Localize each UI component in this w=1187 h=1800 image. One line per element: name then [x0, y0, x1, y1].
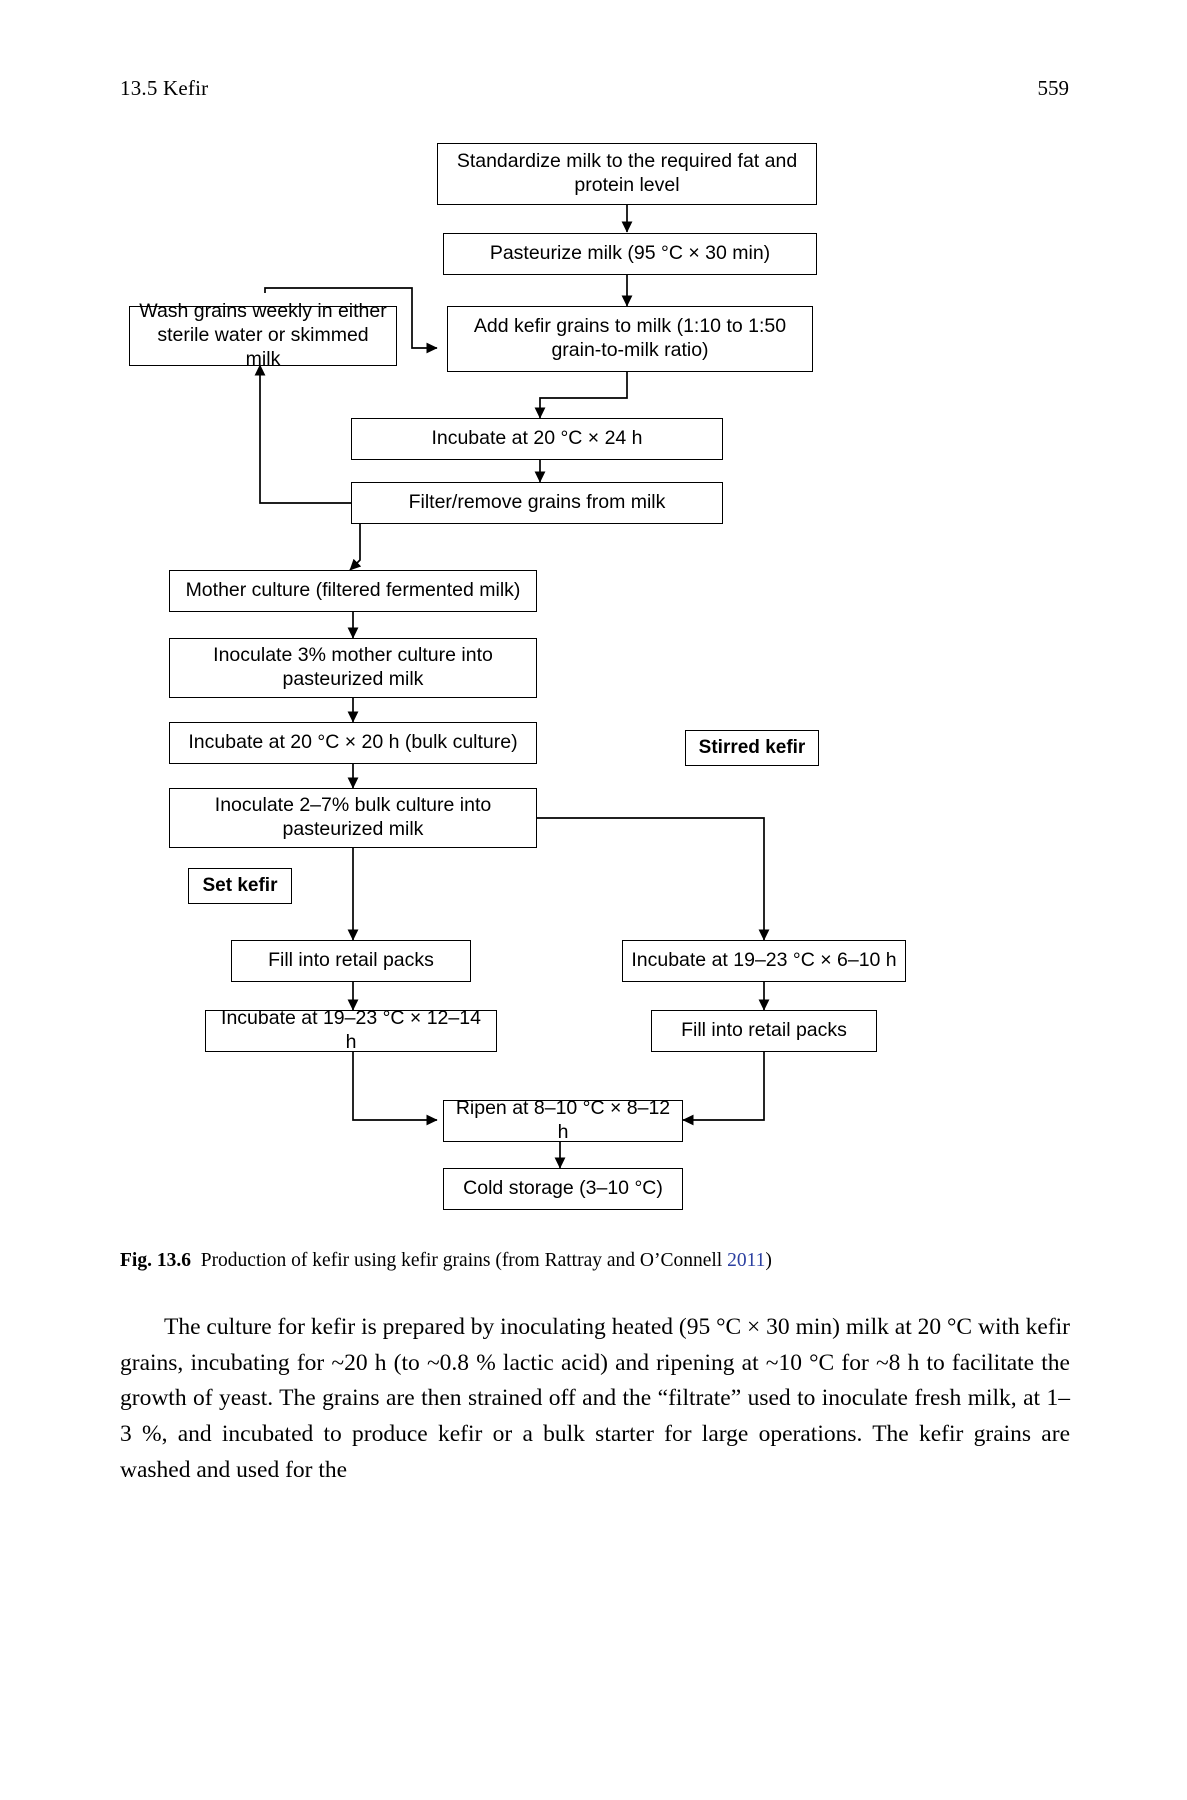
node-add-kefir-grains: Add kefir grains to milk (1:10 to 1:50 g…: [447, 306, 813, 372]
node-incubate-6-10h: Incubate at 19–23 °C × 6–10 h: [622, 940, 906, 982]
node-wash-grains: Wash grains weekly in either sterile wat…: [129, 300, 397, 370]
node-pasteurize-label: Pasteurize milk (95 °C × 30 min): [489, 242, 771, 265]
label-stirred-kefir: Stirred kefir: [685, 730, 819, 766]
node-fill-retail-packs-right: Fill into retail packs: [651, 1010, 877, 1052]
figure-caption-close: ): [765, 1250, 772, 1271]
node-incubate-12-14h: Incubate at 19–23 °C × 12–14 h: [205, 1007, 497, 1053]
node-standardize: Standardize milk to the required fat and…: [437, 143, 817, 205]
label-stirred-kefir-text: Stirred kefir: [698, 737, 806, 759]
node-fill-retail-packs-left: Fill into retail packs: [231, 940, 471, 982]
node-wash-grains-label: Wash grains weekly in either sterile wat…: [139, 300, 387, 370]
figure-caption-text: Production of kefir using kefir grains (…: [200, 1250, 728, 1271]
label-set-kefir-text: Set kefir: [202, 875, 278, 897]
node-ripen-label: Ripen at 8–10 °C × 8–12 h: [455, 1097, 671, 1143]
node-pasteurize: Pasteurize milk (95 °C × 30 min): [443, 233, 817, 275]
node-inoculate-2-7pc-label: Inoculate 2–7% bulk culture into pasteur…: [214, 794, 492, 840]
running-head: 13.5 Kefir 559: [0, 76, 1187, 106]
body-paragraph: The culture for kefir is prepared by ino…: [120, 1314, 1070, 1483]
figure-13-6: Standardize milk to the required fat and…: [0, 120, 1187, 1230]
node-incubate-20h-label: Incubate at 20 °C × 20 h (bulk culture): [188, 731, 518, 754]
node-incubate-12-14h-label: Incubate at 19–23 °C × 12–14 h: [221, 1007, 481, 1053]
node-inoculate-3pc-label: Inoculate 3% mother culture into pasteur…: [213, 644, 493, 690]
node-filter-remove-grains-label: Filter/remove grains from milk: [408, 491, 666, 514]
node-add-kefir-grains-label: Add kefir grains to milk (1:10 to 1:50 g…: [473, 315, 787, 361]
flowchart-canvas: Standardize milk to the required fat and…: [0, 120, 1187, 1230]
figure-caption: Fig. 13.6 Production of kefir using kefi…: [120, 1248, 1070, 1274]
node-fill-retail-packs-right-label: Fill into retail packs: [681, 1019, 847, 1042]
running-head-section: 13.5 Kefir: [120, 76, 209, 100]
node-incubate-24h: Incubate at 20 °C × 24 h: [351, 418, 723, 460]
page-number: 559: [1037, 76, 1070, 100]
node-mother-culture: Mother culture (filtered fermented milk): [169, 570, 537, 612]
figure-caption-citation[interactable]: 2011: [727, 1250, 766, 1271]
node-cold-storage-label: Cold storage (3–10 °C): [463, 1177, 663, 1200]
label-set-kefir: Set kefir: [188, 868, 292, 904]
node-filter-remove-grains: Filter/remove grains from milk: [351, 482, 723, 524]
figure-caption-label: Fig. 13.6: [120, 1250, 191, 1271]
node-incubate-24h-label: Incubate at 20 °C × 24 h: [431, 427, 643, 450]
node-standardize-label: Standardize milk to the required fat and…: [456, 150, 798, 196]
node-inoculate-2-7pc: Inoculate 2–7% bulk culture into pasteur…: [169, 788, 537, 848]
node-mother-culture-label: Mother culture (filtered fermented milk): [185, 579, 521, 602]
node-incubate-6-10h-label: Incubate at 19–23 °C × 6–10 h: [631, 949, 897, 972]
node-incubate-20h: Incubate at 20 °C × 20 h (bulk culture): [169, 722, 537, 764]
flowchart-connectors: [254, 205, 770, 1169]
node-inoculate-3pc: Inoculate 3% mother culture into pasteur…: [169, 638, 537, 698]
node-fill-retail-packs-left-label: Fill into retail packs: [268, 949, 434, 972]
node-cold-storage: Cold storage (3–10 °C): [443, 1168, 683, 1210]
node-ripen: Ripen at 8–10 °C × 8–12 h: [443, 1097, 683, 1143]
